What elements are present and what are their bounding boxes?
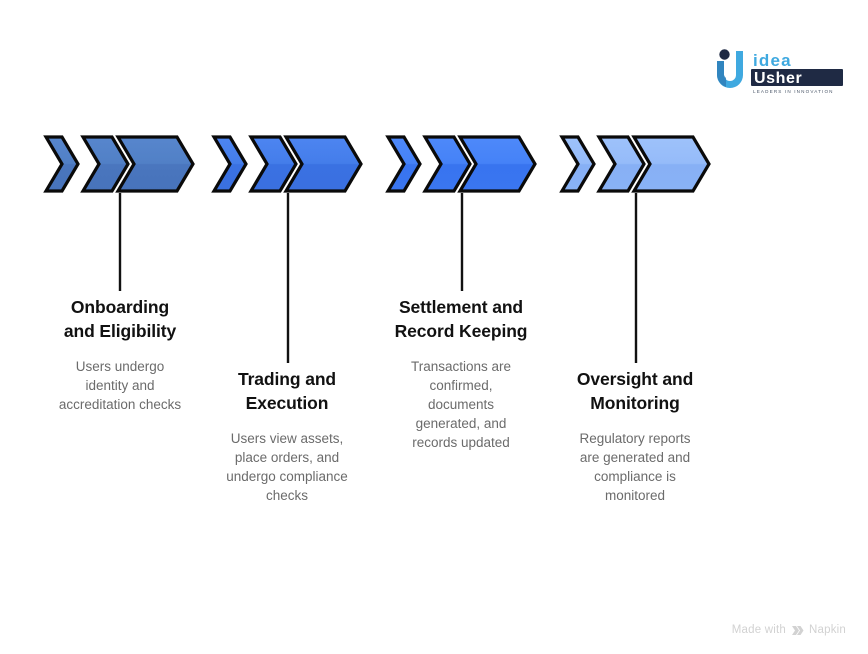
watermark-brand: Napkin bbox=[809, 624, 846, 636]
logo-plate bbox=[751, 69, 843, 86]
double-chevron-icon bbox=[791, 625, 804, 636]
process-step-2: Trading and Execution Users view assets,… bbox=[199, 367, 375, 505]
chevron-small-4a bbox=[559, 135, 596, 193]
step-1-description: Users undergo identity and accreditation… bbox=[58, 359, 182, 412]
watermark-prefix: Made with bbox=[731, 624, 786, 636]
chevron-group-2 bbox=[211, 135, 363, 363]
chevron-small-4b bbox=[596, 135, 646, 193]
step-1-title: Onboarding and Eligibility bbox=[63, 297, 177, 341]
logo-word-idea: idea bbox=[753, 51, 792, 70]
chevron-large-1 bbox=[115, 135, 195, 193]
process-step-3: Settlement and Record Keeping Transactio… bbox=[373, 295, 549, 452]
chevron-small-1a bbox=[43, 135, 80, 193]
logo-dot bbox=[719, 49, 730, 60]
chevron-group-3 bbox=[385, 135, 537, 291]
step-2-title: Trading and Execution bbox=[237, 369, 337, 413]
step-2-description: Users view assets, place orders, and und… bbox=[226, 431, 348, 503]
idea-usher-logo: idea Usher LEADERS IN INNOVATION bbox=[712, 47, 844, 95]
chevron-group-4 bbox=[559, 135, 711, 363]
chevron-large-3 bbox=[457, 135, 537, 193]
step-4-description: Regulatory reports are generated and com… bbox=[579, 431, 691, 503]
step-4-title: Oversight and Monitoring bbox=[576, 369, 694, 413]
chevron-small-3a bbox=[385, 135, 422, 193]
process-step-4: Oversight and Monitoring Regulatory repo… bbox=[547, 367, 723, 505]
chevron-small-1b bbox=[80, 135, 130, 193]
process-step-1: Onboarding and Eligibility Users undergo… bbox=[32, 295, 208, 414]
napkin-watermark: Made with Napkin bbox=[732, 624, 846, 636]
chevron-small-2a bbox=[211, 135, 248, 193]
chevron-group-1 bbox=[43, 135, 195, 291]
chevron-small-3b bbox=[422, 135, 472, 193]
logo-tagline: LEADERS IN INNOVATION bbox=[753, 89, 834, 94]
step-3-description: Transactions are confirmed, documents ge… bbox=[410, 359, 512, 450]
logo-word-usher: Usher bbox=[754, 70, 802, 87]
chevron-small-2b bbox=[248, 135, 298, 193]
chevron-large-2 bbox=[283, 135, 363, 193]
step-3-title: Settlement and Record Keeping bbox=[394, 297, 528, 341]
chevron-large-4 bbox=[631, 135, 711, 193]
